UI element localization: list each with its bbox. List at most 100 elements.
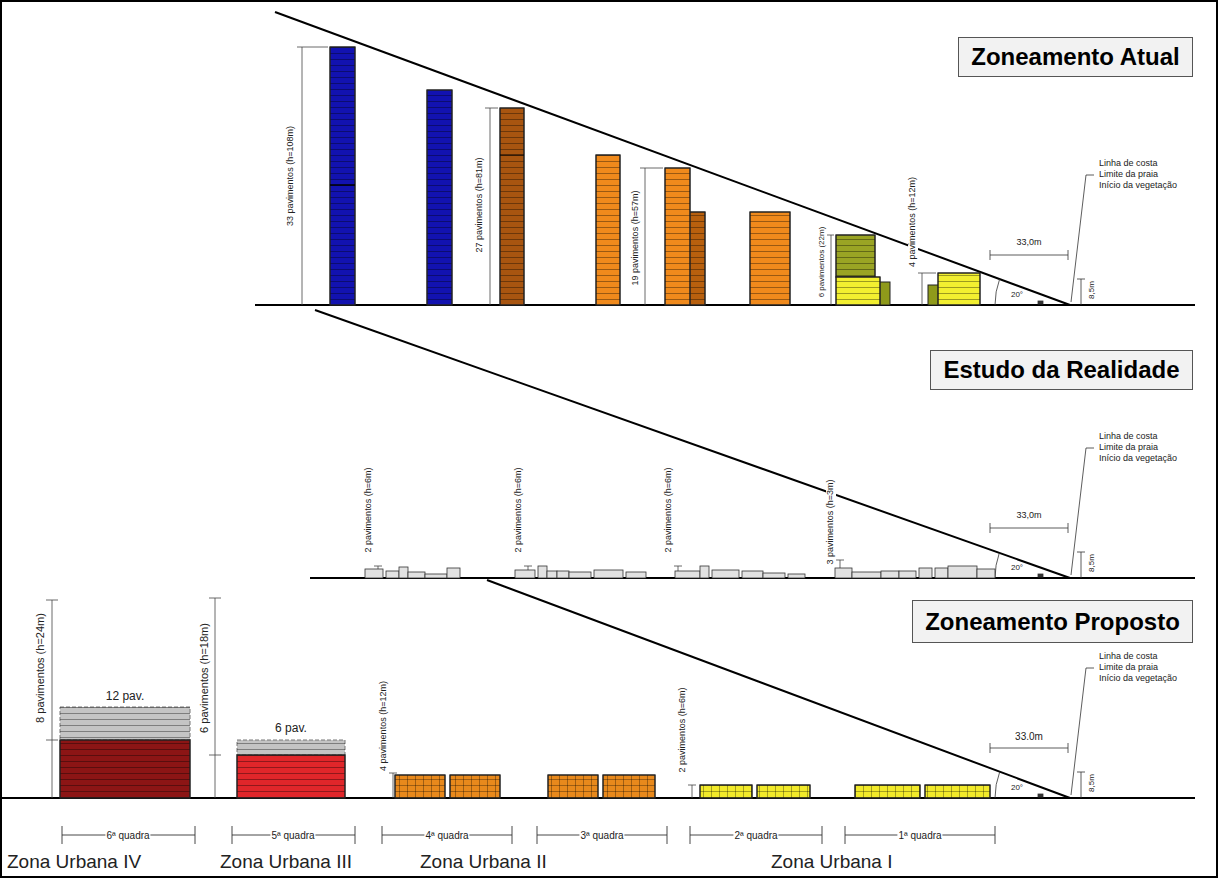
dimension-label: 33 pavimentos (h=108m)	[286, 125, 296, 227]
block-dimension-lines-part	[382, 826, 383, 844]
height-dimension-lines-part	[831, 235, 832, 305]
existing-buildings-part	[569, 572, 591, 578]
current-zoning-buildings-part	[688, 212, 705, 305]
existing-buildings-part	[935, 568, 948, 578]
height-dimension-lines-part	[389, 773, 397, 774]
existing-buildings-part	[626, 572, 646, 578]
proposed-zoning-buildings-part	[548, 775, 598, 798]
existing-buildings-part	[365, 569, 383, 578]
block-dimension-lines-part	[845, 826, 846, 844]
block-label: 4ª quadra	[424, 830, 469, 841]
dimension-label: 12 pav.	[105, 690, 145, 703]
height-dimension-lines-part	[46, 600, 58, 601]
proposed-zoning-buildings-part	[855, 785, 920, 798]
existing-buildings	[365, 566, 995, 578]
block-label: 1ª quadra	[897, 830, 942, 841]
current-zoning-buildings	[330, 47, 980, 305]
block-dimension-lines-part	[62, 826, 63, 844]
dimension-label: 2 pavimentos (h=6m)	[664, 467, 674, 554]
dimension-label: 8 pavimentos (h=24m)	[34, 612, 46, 724]
current-zoning-buildings-part	[836, 235, 875, 277]
ground-and-slope-lines	[0, 12, 1195, 798]
dimension-label: 3 pavimentos (h=3m)	[826, 479, 836, 566]
block-dimension-lines	[62, 826, 995, 844]
current-zoning-buildings-part	[596, 155, 620, 305]
dimension-label: 6 pavimentos (h=18m)	[198, 622, 210, 734]
block-label: 2ª quadra	[733, 830, 778, 841]
proposed-zoning-buildings-part	[60, 707, 190, 740]
block-dimension-lines-part	[690, 826, 691, 844]
panel-title: Estudo da Realidade	[943, 356, 1179, 384]
beach-dimension-marks-part	[990, 528, 1068, 529]
dimension-label: 20°	[1010, 564, 1024, 573]
beach-dimension-marks-part	[990, 523, 991, 533]
existing-buildings-part	[594, 570, 623, 578]
height-dimension-lines-part	[640, 168, 663, 169]
beach-dimension-marks	[990, 175, 1094, 798]
block-dimension-lines-part	[512, 826, 513, 844]
beach-dimension-marks-part	[1081, 552, 1082, 578]
current-zoning-buildings-part	[938, 273, 980, 305]
existing-buildings-part	[763, 573, 785, 578]
height-dimension-lines-part	[922, 273, 923, 305]
proposed-zoning-buildings-part	[700, 785, 752, 798]
current-zoning-buildings-part	[750, 212, 790, 305]
existing-buildings-part	[447, 568, 460, 578]
current-zoning-buildings-part	[665, 168, 690, 305]
current-zoning-buildings-part	[500, 155, 524, 156]
dimension-label: 33,0m	[1015, 238, 1042, 248]
current-zoning-buildings-part	[500, 108, 524, 305]
current-zoning-buildings-part	[427, 90, 452, 305]
current-zoning-buildings-part	[688, 212, 705, 305]
height-dimension-lines-part	[485, 108, 498, 109]
ground-and-slope-lines-part	[275, 12, 1070, 305]
proposed-zoning-buildings-part	[700, 785, 752, 798]
block-dimension-lines-part	[195, 826, 196, 844]
proposed-zoning-buildings-part	[450, 775, 500, 798]
title-box: Estudo da Realidade	[930, 350, 1193, 390]
beach-dimension-marks-part	[1068, 250, 1069, 260]
dimension-label: 33,0m	[1015, 511, 1042, 521]
proposed-zoning-buildings-part	[60, 740, 190, 798]
existing-buildings-part	[547, 571, 557, 578]
current-zoning-buildings-part	[836, 277, 880, 305]
proposed-zoning-buildings-part	[60, 740, 190, 798]
proposed-zoning-buildings-part	[603, 775, 655, 798]
title-box: Zoneamento Atual	[958, 37, 1193, 77]
beach-dimension-marks-part	[995, 553, 999, 578]
beach-dimension-marks-part	[995, 772, 1000, 798]
existing-buildings-part	[515, 570, 535, 578]
existing-buildings-part	[919, 568, 932, 578]
existing-buildings-part	[700, 566, 709, 578]
beach-dimension-marks-part	[990, 748, 1068, 749]
zone-name: Zona Urbana III	[219, 852, 353, 873]
height-dimension-lines-part	[297, 47, 328, 48]
height-dimension-lines-part	[374, 566, 382, 567]
block-dimension-lines-part	[537, 826, 538, 844]
dimension-label: 2 pavimentos (h=6m)	[364, 467, 374, 554]
dimension-label: Limite da praia	[1098, 663, 1159, 673]
block-label: 5ª quadra	[270, 830, 315, 841]
height-dimension-lines-part	[836, 560, 844, 561]
current-zoning-buildings-part	[836, 235, 875, 277]
current-zoning-buildings-part	[500, 108, 524, 305]
dimension-label: 2 pavimentos (h=6m)	[678, 687, 688, 774]
existing-buildings-part	[881, 571, 899, 578]
dimension-label: Limite da praia	[1098, 443, 1159, 453]
proposed-zoning-buildings-part	[925, 785, 990, 798]
block-dimension-lines-part	[822, 826, 823, 844]
existing-buildings-part	[399, 567, 408, 578]
beach-dimension-marks-part	[1068, 743, 1069, 753]
height-dimension-lines-part	[692, 785, 693, 798]
dimension-label: Linha de costa	[1098, 432, 1159, 442]
height-dimension-lines-part	[645, 168, 646, 305]
current-zoning-buildings-part	[665, 168, 690, 305]
existing-buildings-part	[557, 571, 569, 578]
title-box: Zoneamento Proposto	[912, 600, 1193, 643]
dimension-label: 8,5m	[1088, 773, 1097, 793]
beach-dimension-marks-part	[1081, 279, 1082, 305]
proposed-zoning-buildings-part	[395, 775, 445, 798]
proposed-zoning-buildings-part	[237, 755, 345, 798]
